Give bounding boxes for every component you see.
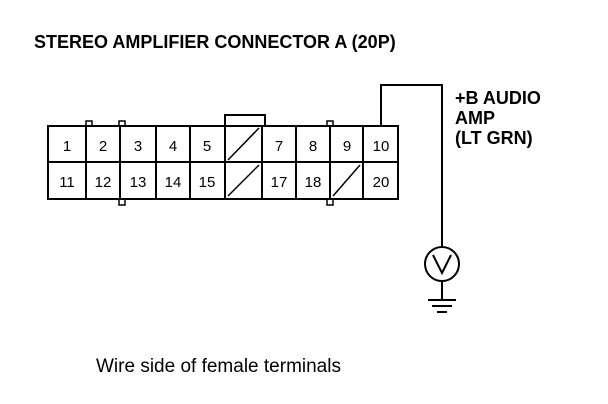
pin-label: 13: [130, 174, 147, 191]
pin-label: 3: [134, 138, 142, 155]
wire-label: +B AUDIO AMP (LT GRN): [455, 88, 541, 148]
pin-label: 8: [309, 138, 317, 155]
pin-label: 12: [95, 174, 112, 191]
pin-label: 10: [373, 138, 390, 155]
voltmeter-icon: [424, 246, 460, 282]
pin-label: 11: [59, 174, 75, 191]
wire-label-line3: (LT GRN): [455, 128, 533, 148]
diagram-title: STEREO AMPLIFIER CONNECTOR A (20P): [34, 32, 396, 52]
connector-lock-tab: [224, 114, 266, 126]
connector-bottom-row: 11 12 13 14 15 17 18 20: [59, 174, 389, 191]
pin-label: 14: [165, 174, 182, 191]
caption: Wire side of female terminals: [96, 356, 341, 377]
pin-label: 5: [203, 138, 211, 155]
empty-cavity-slash: [227, 164, 260, 197]
pin-label: 17: [271, 174, 288, 191]
pin-label: 9: [343, 138, 351, 155]
pin-label: 18: [305, 174, 322, 191]
ground-icon: [428, 281, 456, 313]
connector-top-row: 1 2 3 4 5 7 8 9 10: [63, 138, 390, 155]
pin-label: 1: [63, 138, 71, 155]
empty-cavity-slash: [332, 164, 361, 197]
pin-label: 4: [169, 138, 177, 155]
pin-label: 20: [373, 174, 390, 191]
wire-label-line2: AMP: [455, 108, 495, 128]
pin-label: 2: [99, 138, 107, 155]
column-dividers: [85, 126, 364, 199]
empty-cavity-slash: [227, 127, 260, 161]
pin-label: 7: [275, 138, 283, 155]
pin-label: 15: [199, 174, 216, 191]
probe-wire: [380, 84, 443, 247]
wire-label-line1: +B AUDIO: [455, 88, 541, 108]
